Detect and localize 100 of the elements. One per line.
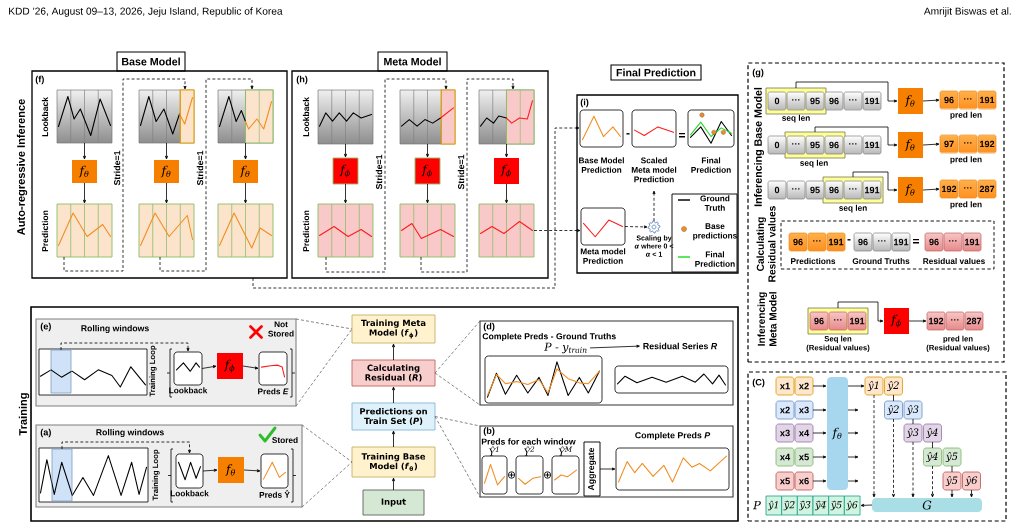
arrow (812, 479, 827, 483)
arrow (599, 467, 616, 471)
arrow (165, 142, 168, 160)
prediction-chart (317, 203, 374, 258)
operator-sign: = (679, 132, 686, 138)
arrow (847, 455, 859, 459)
arrow (344, 143, 347, 158)
value-cell: 287 (964, 311, 984, 331)
lookback-chart (399, 89, 456, 145)
value-cell: 96 (939, 90, 959, 110)
arrow (812, 384, 827, 388)
forecast-cell: ŷ4 (923, 447, 942, 467)
value-cell: 0 (767, 180, 787, 200)
process-box: Calculating Residual (R) (351, 359, 436, 387)
arrow (908, 319, 927, 323)
forecast-cell: ŷ3 (903, 400, 923, 420)
arrow (392, 430, 395, 448)
value-cell: 191 (826, 232, 846, 252)
arrow (847, 384, 865, 388)
model-box: f$_{θ}$ (218, 457, 244, 483)
dashed-arrow (61, 441, 191, 454)
forecast-cell: ŷ5 (942, 471, 962, 491)
input-cell: x4 (775, 447, 795, 467)
operator-sign: - (847, 239, 851, 241)
input-cell: x4 (794, 423, 814, 443)
arrow (244, 142, 247, 160)
arrow (426, 143, 429, 158)
formula-text: P - y$_{train}$ (544, 342, 587, 354)
guide-line (295, 318, 353, 330)
value-cell: ··· (786, 135, 806, 155)
forecast-cell: ŷ2 (884, 400, 903, 420)
value-cell: 191 (977, 90, 997, 110)
symbol-label: Ŷ$^{1}$ (489, 446, 499, 456)
forecast-cell: ŷ2 (884, 376, 903, 396)
guide-line (295, 328, 353, 407)
operator-sign: ⊕ (508, 471, 515, 479)
model-box: f$_{θ}$ (72, 160, 97, 183)
output-cell: ŷ1 (765, 495, 783, 516)
stride-label: Stride=1 (457, 154, 465, 190)
section-label: Auto-regressive Inference (16, 99, 28, 235)
value-cell: 96 (853, 232, 873, 252)
arrow (795, 81, 898, 103)
process-box: Training Meta Model (f$_{ϕ}$) (351, 314, 436, 344)
arrow (922, 98, 940, 102)
chart-label: Lookback (169, 387, 208, 394)
prediction-chart (56, 203, 113, 258)
dashed-arrow (872, 394, 876, 498)
prediction-chart (399, 203, 456, 258)
section-label: Training (18, 393, 30, 436)
value-cell: 192 (939, 179, 959, 199)
dashed-arrow (533, 229, 581, 232)
value-cell: 96 (809, 311, 829, 331)
guide-line (434, 416, 481, 498)
forecast-cell: ŷ6 (962, 471, 981, 491)
process-box: Training Base Model (f$_{θ}$) (351, 446, 436, 478)
value-cell: 191 (962, 232, 982, 252)
arrow (860, 503, 873, 507)
dashed-arrow (325, 78, 448, 273)
connector-line (912, 418, 914, 425)
value-cell: 96 (924, 232, 944, 252)
arrow (847, 431, 859, 435)
chart-label: Preds Ŷ (259, 490, 290, 498)
row-label: Prediction (41, 210, 49, 252)
value-cell: ··· (828, 311, 848, 331)
prediction-chart (138, 203, 195, 258)
value-cell: 191 (862, 180, 882, 200)
value-cell: ··· (945, 311, 965, 331)
page-header: KDD ’26, August 09–13, 2026, Jeju Island, Republic of Korea (9, 7, 283, 17)
status-label: Stored (272, 437, 298, 444)
input-cell: x1 (775, 376, 795, 396)
operator-sign: ⊕ (544, 471, 551, 479)
chart-label: Lookback (170, 490, 209, 497)
value-cell: 95 (805, 91, 825, 111)
arrow (812, 431, 827, 435)
output-cell: ŷ6 (843, 495, 861, 516)
arrow (505, 183, 508, 204)
panel-heading: Rolling windows (81, 324, 149, 334)
dashed-arrow (159, 78, 254, 272)
guide-line (434, 320, 481, 374)
arrow (837, 301, 884, 323)
lookback-chart (217, 89, 274, 144)
forecast-cell: ŷ5 (942, 447, 962, 467)
model-box: f$_{θ}$ (154, 160, 179, 183)
line-chart (614, 365, 729, 394)
panel-heading: Rolling windows (96, 428, 164, 438)
row-label: Lookback (302, 97, 310, 137)
value-cell: ··· (843, 180, 863, 200)
panel-heading: Complete Preds - Ground Truths (482, 332, 616, 342)
chart-title: Complete Preds P (635, 431, 711, 441)
value-cell: ··· (872, 232, 892, 252)
arrow (392, 343, 395, 361)
panel-title: Base Model (116, 51, 186, 72)
model-bar: f$_{θ}$ (827, 377, 848, 490)
arrow (505, 143, 508, 158)
value-cell: 191 (862, 91, 882, 111)
lookback-chart (138, 89, 195, 144)
dashed-arrow (252, 126, 580, 289)
row-label: Lookback (41, 97, 49, 137)
row-label: Prediction (302, 210, 310, 252)
arrow (847, 408, 859, 412)
